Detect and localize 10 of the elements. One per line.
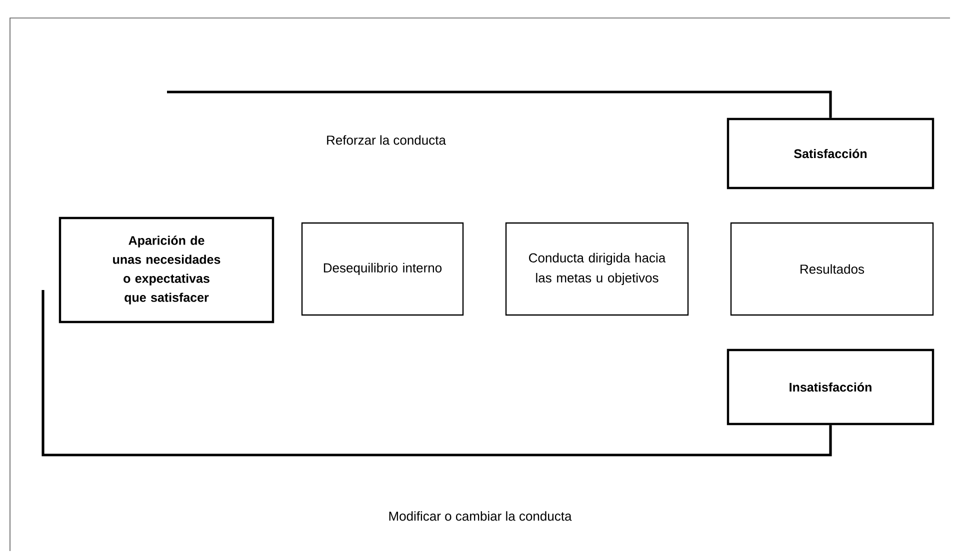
connector-line: [167, 90, 832, 118]
process-box: Insatisfacción: [726, 348, 934, 426]
connector-line: [42, 290, 832, 456]
process-box: Desequilibrio interno: [301, 222, 464, 316]
process-box: Resultados: [730, 222, 934, 316]
process-box: Satisfacción: [726, 118, 934, 190]
edge-label: Reforzar la conducta: [327, 135, 446, 145]
process-box: Aparición de unas necesidades o expectativas que satisfacer: [58, 216, 274, 324]
edge-label: Modificar o cambiar la conducta: [389, 511, 572, 521]
process-box: Conducta dirigida hacia las metas u objetivos: [505, 222, 689, 316]
